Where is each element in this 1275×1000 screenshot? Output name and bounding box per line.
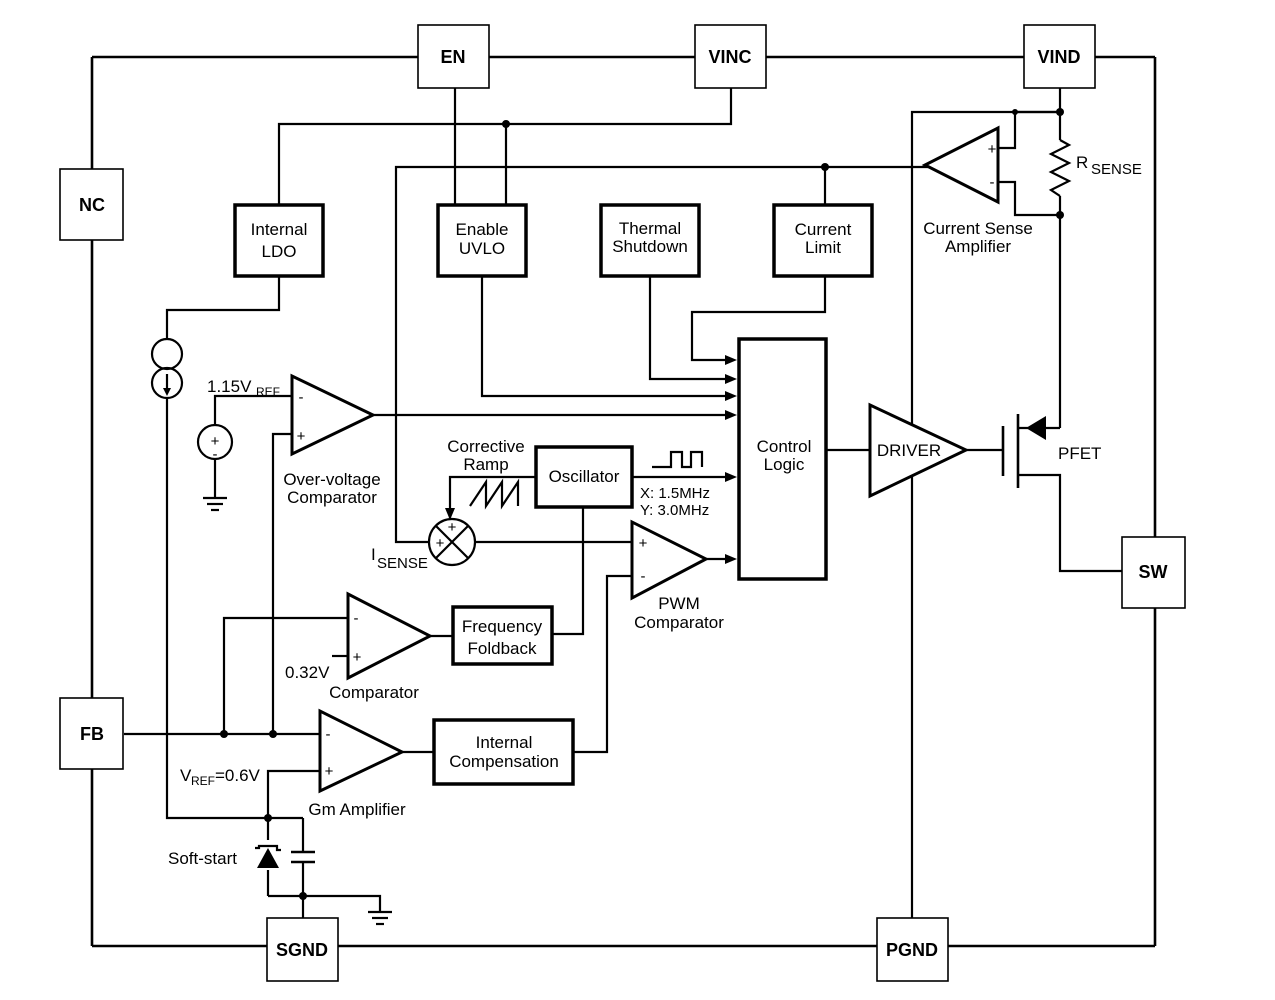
oscillator-block: Oscillator (534, 445, 634, 509)
svg-text:1.15V: 1.15V (207, 377, 252, 396)
ov-reference-source: + - 1.15V REF (196, 377, 280, 463)
pin-en: EN (417, 24, 490, 89)
svg-text:Comparator: Comparator (634, 613, 724, 632)
svg-text:Internal: Internal (251, 220, 308, 239)
svg-text:-: - (326, 726, 331, 743)
pin-sgnd-label: SGND (276, 940, 328, 960)
svg-text:SENSE: SENSE (377, 555, 428, 572)
svg-text:+: + (211, 433, 220, 450)
ground-icon (368, 910, 392, 926)
svg-text:-: - (990, 174, 995, 191)
svg-text:+: + (448, 519, 457, 536)
svg-text:Enable: Enable (456, 220, 509, 239)
pin-vinc: VINC (694, 24, 767, 89)
over-voltage-comparator-label: Over-voltage (283, 470, 380, 489)
svg-text:-: - (354, 610, 359, 627)
junction-dots (220, 108, 1064, 900)
svg-text:Ramp: Ramp (463, 455, 508, 474)
threshold-032v-label: 0.32V (285, 663, 330, 682)
pin-vind: VIND (1023, 24, 1096, 89)
foldback-comparator-label: Comparator (329, 683, 419, 702)
pin-sgnd: SGND (266, 917, 339, 982)
svg-text:Control: Control (757, 437, 812, 456)
svg-text:=0.6V: =0.6V (215, 766, 261, 785)
summing-junction: + + I SENSE (371, 517, 477, 572)
pwm-comparator-label: PWM (658, 594, 700, 613)
svg-text:Current: Current (795, 220, 852, 239)
soft-start-label: Soft-start (168, 849, 237, 868)
svg-text:+: + (639, 535, 648, 552)
svg-text:Amplifier: Amplifier (945, 237, 1011, 256)
svg-text:Shutdown: Shutdown (612, 237, 688, 256)
driver-label: DRIVER (877, 441, 941, 460)
pin-nc: NC (59, 168, 124, 241)
thermal-shutdown-block: Thermal Shutdown (599, 203, 701, 278)
svg-text:+: + (325, 763, 334, 780)
enable-uvlo-block: Enable UVLO (436, 203, 528, 278)
soft-start-network: Soft-start (168, 844, 315, 868)
svg-text:V: V (180, 766, 192, 785)
pfet-transistor: PFET (1001, 414, 1101, 488)
svg-text:+: + (436, 535, 445, 552)
frequency-y-label: Y: 3.0MHz (640, 502, 709, 519)
frequency-x-label: X: 1.5MHz (640, 485, 710, 502)
svg-text:Internal: Internal (476, 733, 533, 752)
logic-input-arrows (445, 355, 737, 564)
pfet-label: PFET (1058, 444, 1101, 463)
svg-text:-: - (299, 389, 304, 406)
svg-text:+: + (988, 141, 997, 158)
current-sense-amplifier: + - Current Sense Amplifier (921, 125, 1033, 256)
svg-text:SENSE: SENSE (1091, 161, 1142, 178)
pin-vind-label: VIND (1037, 47, 1080, 67)
svg-text:+: + (297, 428, 306, 445)
svg-text:R: R (1076, 153, 1088, 172)
frequency-foldback-block: Frequency Foldback (451, 605, 554, 666)
current-limit-block: Current Limit (772, 203, 874, 278)
pin-fb: FB (59, 697, 124, 770)
pwm-comparator: + - PWM Comparator (630, 519, 724, 632)
svg-text:-: - (213, 446, 218, 463)
svg-text:Compensation: Compensation (449, 752, 559, 771)
svg-text:+: + (353, 649, 362, 666)
gm-amplifier: - + Gm Amplifier (308, 708, 406, 819)
control-logic-block: Control Logic (737, 337, 828, 581)
ground-icon (203, 496, 227, 512)
svg-text:REF: REF (191, 774, 215, 788)
pin-nc-label: NC (79, 195, 105, 215)
clock-waveform: X: 1.5MHz Y: 3.0MHz (640, 450, 710, 519)
svg-text:Logic: Logic (764, 455, 805, 474)
isense-label: I (371, 545, 376, 564)
vref-label: V REF =0.6V (180, 766, 261, 788)
svg-text:REF: REF (256, 385, 280, 399)
pin-pgnd: PGND (876, 917, 949, 982)
svg-text:Frequency: Frequency (462, 617, 543, 636)
svg-text:Thermal: Thermal (619, 219, 681, 238)
svg-text:Oscillator: Oscillator (549, 467, 620, 486)
svg-text:Limit: Limit (805, 238, 841, 257)
svg-text:LDO: LDO (262, 242, 297, 261)
pin-sw: SW (1121, 536, 1186, 609)
pin-en-label: EN (440, 47, 465, 67)
gm-amplifier-label: Gm Amplifier (308, 800, 406, 819)
pin-sw-label: SW (1139, 562, 1168, 582)
internal-compensation-block: Internal Compensation (432, 718, 575, 786)
current-sense-amplifier-label: Current Sense (923, 219, 1033, 238)
svg-text:UVLO: UVLO (459, 239, 505, 258)
internal-ldo-block: Internal LDO (233, 203, 325, 278)
current-source-icon (150, 337, 184, 400)
pin-vinc-label: VINC (708, 47, 751, 67)
svg-text:Foldback: Foldback (468, 639, 537, 658)
driver-amplifier: DRIVER (868, 402, 970, 499)
corrective-ramp-waveform: Corrective Ramp (447, 437, 525, 510)
pin-pgnd-label: PGND (886, 940, 938, 960)
svg-text:Corrective: Corrective (447, 437, 524, 456)
over-voltage-comparator: - + Over-voltage Comparator (283, 373, 381, 507)
rsense-resistor: R SENSE (1048, 139, 1142, 197)
pin-fb-label: FB (80, 724, 104, 744)
svg-text:Comparator: Comparator (287, 488, 377, 507)
svg-text:-: - (641, 568, 646, 585)
foldback-comparator: - + Comparator (329, 591, 434, 702)
